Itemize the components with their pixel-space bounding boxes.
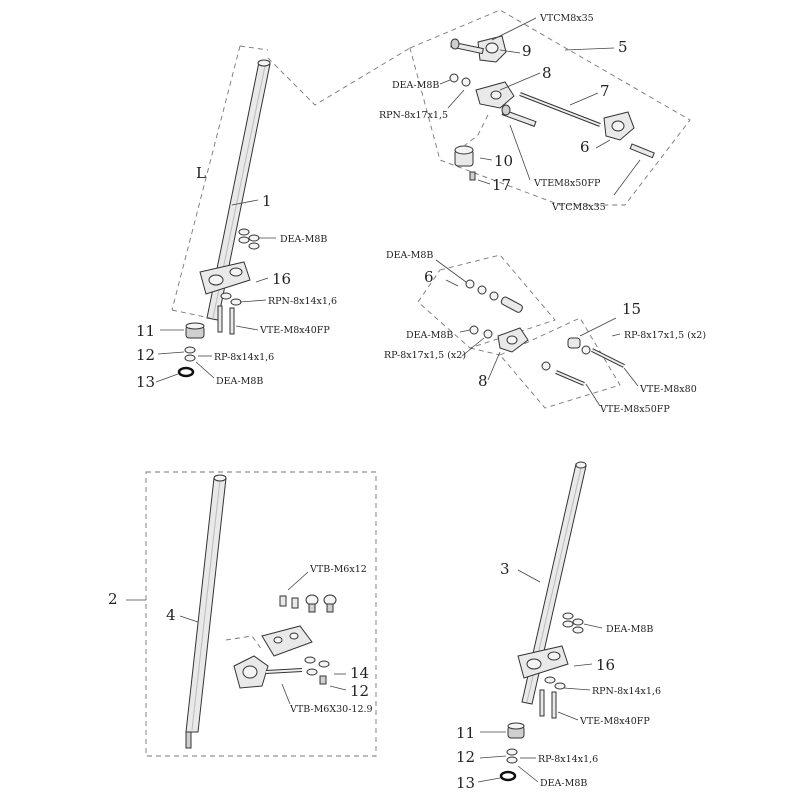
label-part-11-left: 11 [136,322,155,340]
rubber-mount-1 [305,594,319,613]
label-part-10: 10 [494,152,513,170]
dimension-L-top [239,45,269,51]
part-4-fork-tube [185,474,227,749]
washer-g2-1 [304,656,316,664]
part-6-clamp-top [603,111,635,141]
label-rpn-l1: RPN-8x14x1,6 [268,296,337,307]
label-part-4: 4 [166,606,176,624]
bolt-vte-m8x80 [591,348,625,368]
part-12-washer-right [506,748,518,756]
label-vte-m2: VTE-M8x50FP [599,404,670,415]
screw-vtb-m6x12-1 [279,595,287,607]
label-part-17: 17 [492,176,511,194]
axis-line-4 [225,635,263,651]
label-rp-m1: RP-8x17x1,5 (x2) [384,350,466,361]
label-part-12-right: 12 [456,748,475,766]
label-dea-r2: DEA-M8B [540,778,587,789]
label-dimension-L: L [196,164,206,182]
connector-1-to-5 [267,47,411,106]
part-12-washer-left [184,346,196,354]
label-part-7: 7 [600,82,610,100]
clamp-lower-group2 [233,655,269,689]
label-part-13-right: 13 [456,774,475,792]
group-15-dashed-boundary [499,317,621,409]
label-dea-top: DEA-M8B [392,80,439,91]
label-part-1: 1 [262,192,272,210]
label-part-8-mid: 8 [478,372,488,390]
washer-dea-top [449,73,459,83]
part-16-clamp-left [199,261,251,295]
label-dea-r1: DEA-M8B [606,624,653,635]
label-vtem-top: VTEM8x50FP [533,178,601,189]
label-dea-l1: DEA-M8B [280,234,327,245]
label-part-6-mid: 6 [424,268,434,286]
washer-m-2 [469,325,479,335]
label-part-16-left: 16 [272,270,291,288]
label-rp-l1: RP-8x14x1,6 [214,352,274,363]
label-part-14: 14 [350,664,369,682]
label-part-9: 9 [522,42,532,60]
label-rpn-top: RPN-8x17x1,5 [379,110,448,121]
label-dea-l2: DEA-M8B [216,376,263,387]
label-part-16-right: 16 [596,656,615,674]
group-2-dashed-boundary [145,471,377,757]
label-part-11-right: 11 [456,724,475,742]
bolt-right-2 [551,691,557,719]
bolt-vtem-top [501,104,537,127]
label-dea-m1: DEA-M8B [386,250,433,261]
label-vte-m1: VTE-M8x80 [639,384,697,395]
label-part-13-left: 13 [136,373,155,391]
screw-vtcm-bottom [629,143,655,159]
label-vtb-m6x30: VTB-M6X30-12.9 [289,704,373,715]
screw-vtcm-top [450,38,484,55]
part-16-clamp-right [517,645,569,679]
part-8-clamp-top [475,81,515,109]
label-part-12-group2: 12 [350,682,369,700]
spacer-m [500,296,523,313]
label-rp-r1: RP-8x14x1,6 [538,754,598,765]
label-vtcm-bottom: VTCM8x35 [551,202,606,213]
group-5-dashed-boundary [409,9,691,206]
leader-vtcm-top [491,17,537,41]
label-vte-l1: VTE-M8x40FP [259,325,330,336]
label-part-6-top: 6 [580,138,590,156]
label-vtcm-top: VTCM8x35 [539,13,594,24]
label-part-5: 5 [618,38,628,56]
label-part-15: 15 [622,300,641,318]
part-17-pin [469,171,476,181]
label-dea-m2: DEA-M8B [406,330,453,341]
part-7-long-bolt [519,92,601,127]
label-vte-r1: VTE-M8x40FP [579,716,650,727]
part-8-clamp-mid [497,327,529,353]
label-part-3: 3 [500,560,510,578]
label-part-8-top: 8 [542,64,552,82]
bolt-vte-m8x50fp [555,370,585,386]
screw-vtb-m6x30 [265,668,303,674]
spacer-15 [567,337,581,349]
label-part-2: 2 [108,590,118,608]
washer-m-1 [465,279,475,289]
part-12-nut-group2 [319,675,327,685]
axis-line-10 [463,114,489,147]
washer-rpn-top [461,77,471,87]
label-vtb-m6x12: VTB-M6x12 [309,564,367,575]
label-rp-m2: RP-8x17x1,5 (x2) [624,330,706,341]
label-rpn-r1: RPN-8x14x1,6 [592,686,661,697]
part-13-oring-left [177,366,195,378]
bolt-right-1 [539,689,545,717]
dimension-L-line [171,45,241,311]
bracket-plate-group2 [261,625,313,657]
part-13-oring-right [499,770,517,782]
rubber-mount-2 [323,594,337,613]
bolt-left-1 [217,305,223,333]
washer-left-1 [238,228,250,236]
part-10-collar [454,145,474,167]
label-part-12-left: 12 [136,346,155,364]
bolt-left-2 [229,307,235,335]
